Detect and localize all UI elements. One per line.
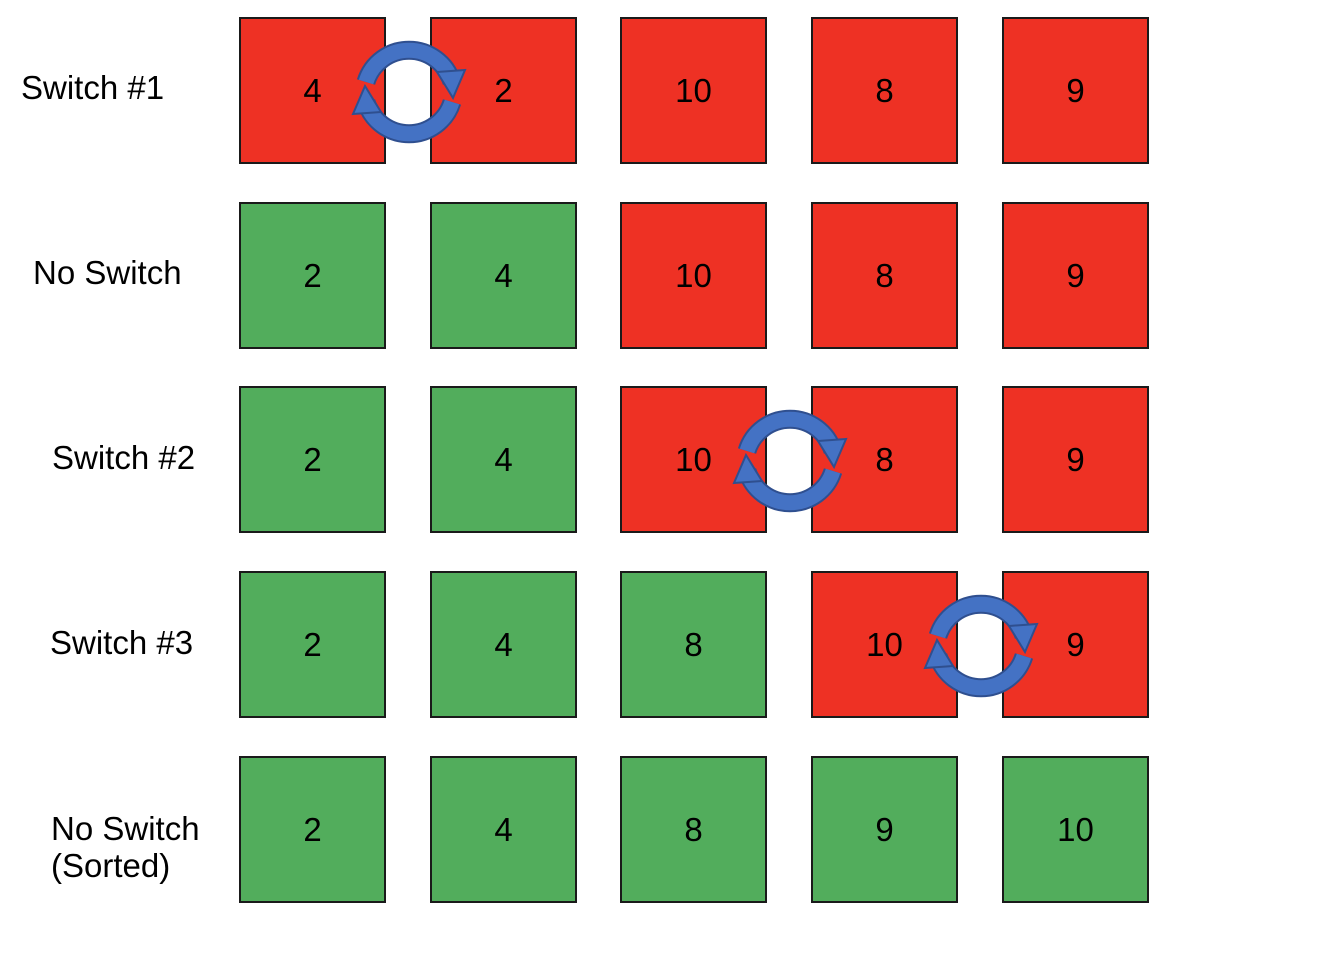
cell-value: 10 <box>675 71 712 109</box>
cell-value: 4 <box>303 71 322 109</box>
swap-arc <box>930 596 1032 639</box>
row-label-line: No Switch <box>33 254 182 291</box>
row-label: Switch #2 <box>52 439 196 477</box>
cell-value: 2 <box>303 440 322 478</box>
unsorted-cell: 9 <box>1002 386 1149 533</box>
swap-arc <box>358 98 460 141</box>
sorted-cell: 4 <box>430 386 577 533</box>
cell-value: 2 <box>303 256 322 294</box>
sorted-cell: 2 <box>239 756 386 903</box>
swap-arrowhead <box>923 637 955 669</box>
row-label: No Switch <box>33 254 182 292</box>
unsorted-cell: 10 <box>620 17 767 164</box>
unsorted-cell: 8 <box>811 17 958 164</box>
cell-value: 10 <box>675 440 712 478</box>
sorted-cell: 4 <box>430 202 577 349</box>
cell-value: 10 <box>1057 810 1094 848</box>
cell-value: 9 <box>1066 71 1085 109</box>
unsorted-cell: 10 <box>620 202 767 349</box>
cell-value: 8 <box>875 71 894 109</box>
cell-value: 4 <box>494 256 513 294</box>
row-label: No Switch(Sorted) <box>51 810 200 885</box>
cell-value: 4 <box>494 810 513 848</box>
cell-value: 8 <box>684 625 703 663</box>
sorted-cell: 8 <box>620 756 767 903</box>
swap-arrows-icon <box>732 409 848 512</box>
cell-value: 2 <box>303 810 322 848</box>
row-label-line: Switch #1 <box>21 69 165 106</box>
unsorted-cell: 10 <box>620 386 767 533</box>
swap-arc <box>739 411 841 454</box>
sorted-cell: 8 <box>620 571 767 718</box>
sorted-cell: 2 <box>239 202 386 349</box>
row-label-line: Switch #3 <box>50 624 194 661</box>
row-label-line: (Sorted) <box>51 846 171 884</box>
cell-value: 9 <box>875 810 894 848</box>
swap-arrowhead <box>435 68 467 100</box>
cell-value: 2 <box>494 71 513 109</box>
row-label-line: No Switch <box>51 810 200 847</box>
swap-arrowhead <box>732 452 764 484</box>
unsorted-cell: 4 <box>239 17 386 164</box>
sorted-cell: 9 <box>811 756 958 903</box>
unsorted-cell: 9 <box>1002 202 1149 349</box>
swap-arc <box>358 42 460 85</box>
swap-arrows-icon <box>923 594 1039 697</box>
row-label-line: Switch #2 <box>52 439 196 476</box>
swap-arrowhead <box>1007 622 1039 654</box>
cell-value: 9 <box>1066 440 1085 478</box>
cell-value: 8 <box>875 256 894 294</box>
unsorted-cell: 9 <box>1002 17 1149 164</box>
swap-arrowhead <box>351 83 383 115</box>
cell-value: 4 <box>494 625 513 663</box>
swap-arrowhead <box>816 437 848 469</box>
cell-value: 4 <box>494 440 513 478</box>
cell-value: 9 <box>1066 256 1085 294</box>
sorted-cell: 10 <box>1002 756 1149 903</box>
sorted-cell: 4 <box>430 571 577 718</box>
sorted-cell: 2 <box>239 571 386 718</box>
sorted-cell: 2 <box>239 386 386 533</box>
sorted-cell: 4 <box>430 756 577 903</box>
unsorted-cell: 8 <box>811 202 958 349</box>
row-label: Switch #3 <box>50 624 194 662</box>
cell-value: 8 <box>684 810 703 848</box>
row-label: Switch #1 <box>21 69 165 107</box>
swap-arrows-icon <box>351 40 467 143</box>
cell-value: 10 <box>675 256 712 294</box>
cell-value: 10 <box>866 625 903 663</box>
cell-value: 2 <box>303 625 322 663</box>
unsorted-cell: 10 <box>811 571 958 718</box>
cell-value: 9 <box>1066 625 1085 663</box>
cell-value: 8 <box>875 440 894 478</box>
swap-arc <box>739 467 841 510</box>
swap-arc <box>930 652 1032 695</box>
